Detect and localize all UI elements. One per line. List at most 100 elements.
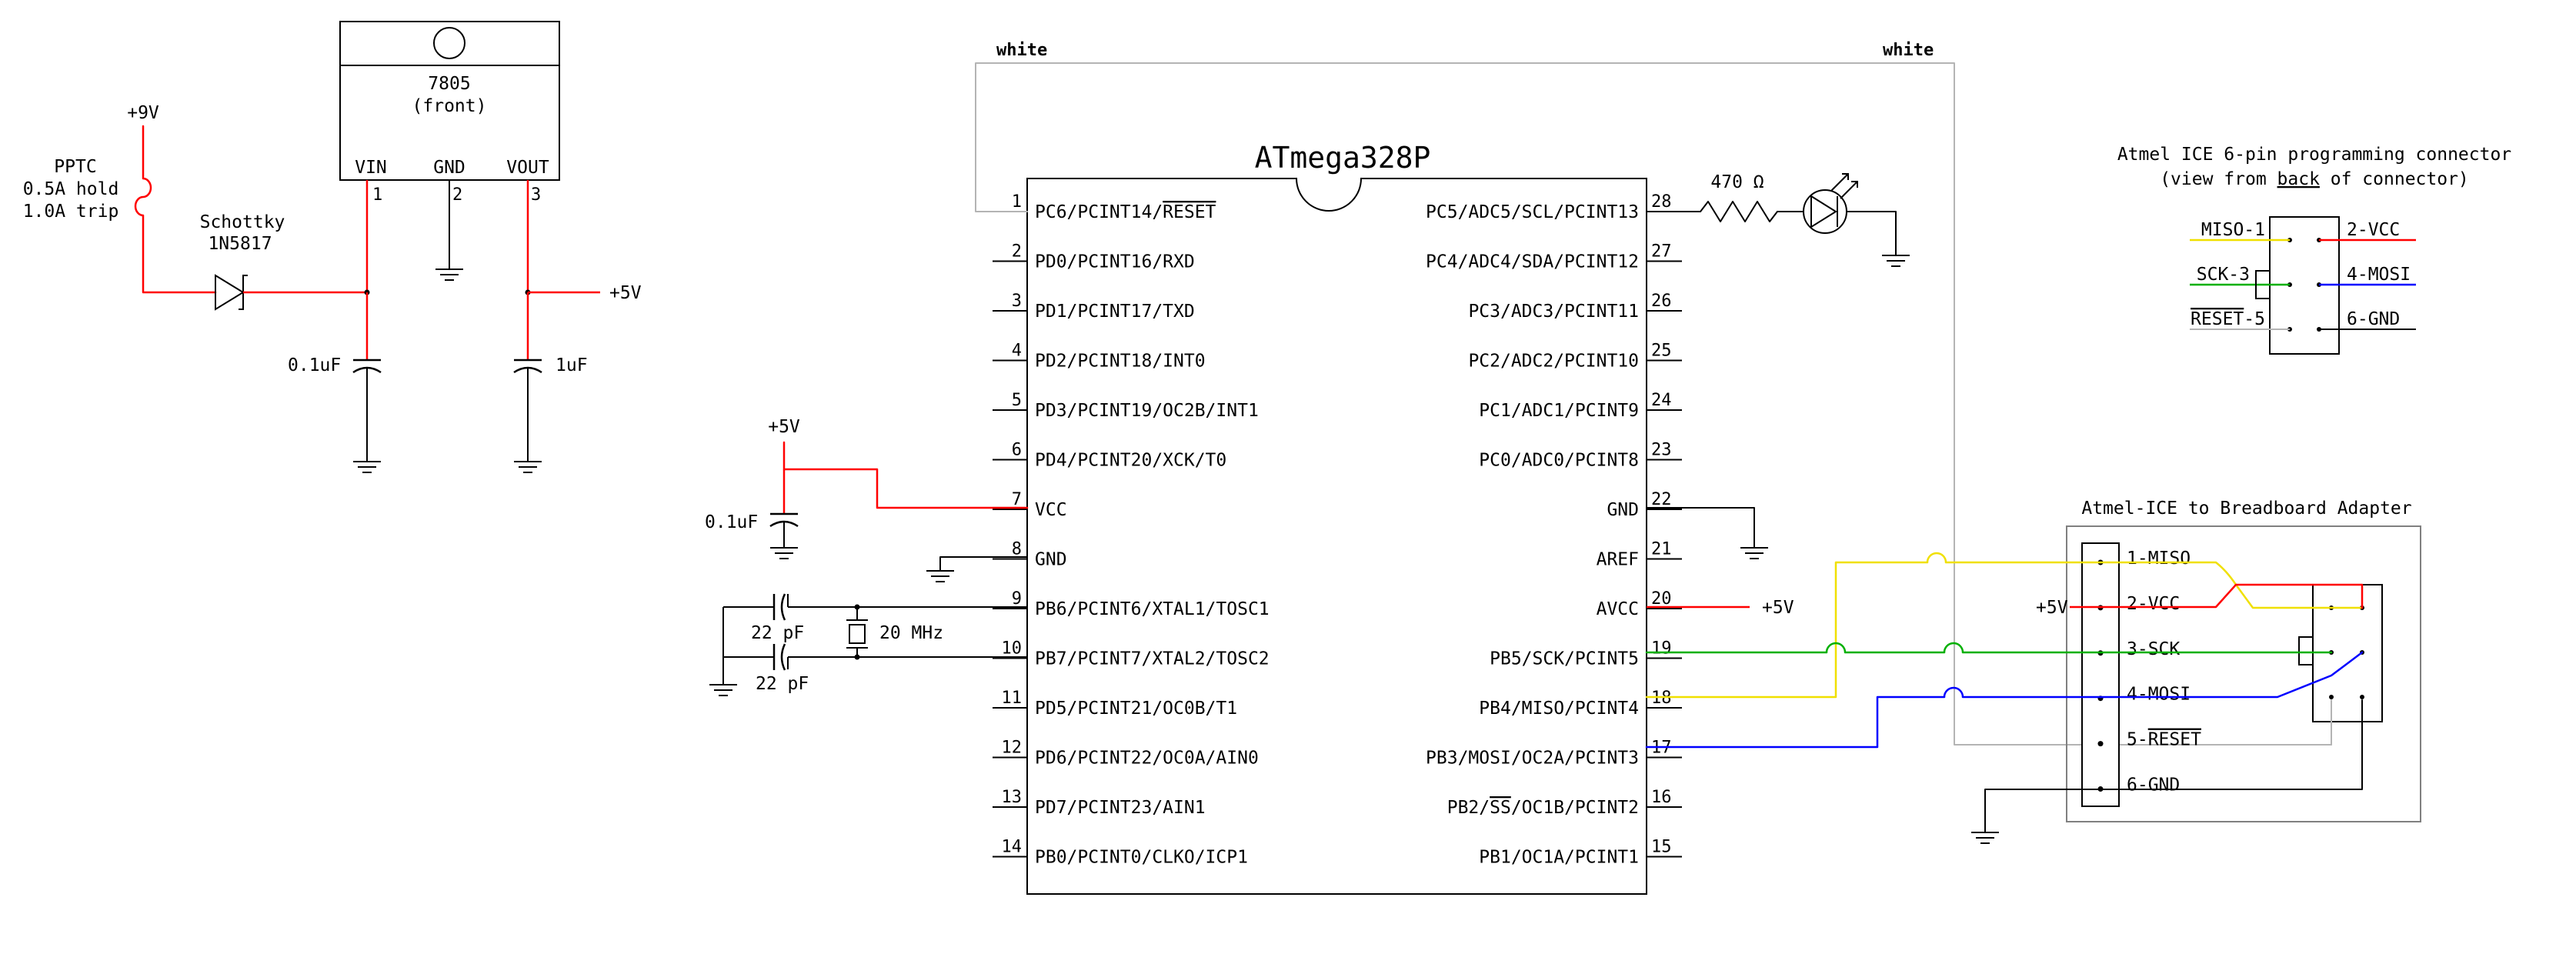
resistor-label: 470 Ω <box>1710 172 1763 192</box>
mcu-pin-number: 9 <box>1012 589 1022 609</box>
adapter-pin-label: 5-RESET <box>2127 730 2201 750</box>
adapter-pin-label: 3-SCK <box>2127 639 2180 659</box>
mcu-pin-label: PB3/MOSI/OC2A/PCINT3 <box>1426 749 1639 769</box>
isp-subtitle: (view from back of connector) <box>2160 169 2469 189</box>
schottky-label: Schottky <box>200 212 285 232</box>
vcc-cap-label: 0.1uF <box>705 512 758 532</box>
mcu-pin-label: PB4/MISO/PCINT4 <box>1479 699 1639 719</box>
mcu-pin-label: PC1/ADC1/PCINT9 <box>1479 401 1639 421</box>
mcu-pin-number: 13 <box>1002 788 1023 807</box>
isp-pin-mosi: 4-MOSI <box>2347 265 2411 285</box>
mcu-pin-number: 25 <box>1651 342 1672 361</box>
xtal-capacitor-2 <box>723 643 786 671</box>
isp-pin-sck: SCK-3 <box>2197 265 2250 285</box>
mcu-pin-label: PC2/ADC2/PCINT10 <box>1468 352 1639 372</box>
mcu-pin-label: PC0/ADC0/PCINT8 <box>1479 451 1639 471</box>
white-wire-label-left: white <box>996 41 1047 60</box>
regulator-pin-num-1: 1 <box>372 185 382 205</box>
led-gnd-wire <box>1846 211 1897 256</box>
regulator-pin-num-2: 2 <box>452 185 462 205</box>
white-wire-label-right: white <box>1883 41 1934 60</box>
isp-title: Atmel ICE 6-pin programming connector <box>2117 145 2511 165</box>
mcu-pin-number: 4 <box>1012 342 1022 361</box>
xtal-gnd-symbol <box>709 684 737 696</box>
avcc-supply-label: +5V <box>1762 598 1794 618</box>
adapter-mosi-link <box>2099 651 2364 699</box>
mcu-left-pins: 1PC6/PCINT14/RESET2PD0/PCINT16/RXD3PD1/P… <box>993 192 1270 868</box>
sck-wire <box>1645 642 2102 654</box>
mcu-title: ATmega328P <box>1255 141 1431 175</box>
atmega328p-chip: ATmega328P <box>1026 141 1647 895</box>
mcu-pin-number: 23 <box>1651 441 1672 460</box>
xtal-cap1-label: 22 pF <box>751 623 804 643</box>
adapter-miso-link <box>2099 561 2364 609</box>
mcu-pin-number: 28 <box>1651 192 1672 212</box>
vin-cap-label: 0.1uF <box>288 355 341 375</box>
xtal-cap2-label: 22 pF <box>756 674 809 694</box>
mcu-pin-number: 6 <box>1012 441 1022 460</box>
mcu-pin-label: PD5/PCINT21/OC0B/T1 <box>1035 699 1237 719</box>
crystal-label: 20 MHz <box>879 623 943 643</box>
mcu-pin-number: 7 <box>1012 490 1022 509</box>
mcu-pin-number: 8 <box>1012 540 1022 559</box>
pptc-trip-label: 1.0A trip <box>23 202 119 222</box>
miso-wire <box>1645 552 2102 699</box>
supply-9v-label: +9V <box>127 103 159 123</box>
mcu-pin-number: 26 <box>1651 292 1672 311</box>
ground-symbol <box>435 269 463 281</box>
isp-pin-vcc: 2-VCC <box>2347 220 2400 240</box>
mcu-pin-number: 19 <box>1651 639 1672 659</box>
mcu-pin-number: 16 <box>1651 788 1672 807</box>
mcu-pin-label: AREF <box>1597 550 1639 570</box>
isp-pin-gnd: 6-GND <box>2347 309 2400 329</box>
mcu-pin-number: 1 <box>1012 192 1022 212</box>
mcu-pin-number: 5 <box>1012 391 1022 410</box>
regulator-pin-num-3: 3 <box>531 185 541 205</box>
mcu-pin-label: PD2/PCINT18/INT0 <box>1035 352 1206 372</box>
adapter-header-strip <box>2081 542 2120 807</box>
adapter-outline <box>2066 525 2421 822</box>
xtal1-junction <box>854 604 860 610</box>
mcu-pin-label: AVCC <box>1597 599 1639 619</box>
white-reset-wire <box>975 62 2332 746</box>
led-symbol <box>1803 173 1858 234</box>
mcu-pin-label: PD7/PCINT23/AIN1 <box>1035 798 1206 818</box>
adapter-title: Atmel-ICE to Breadboard Adapter <box>2081 499 2411 519</box>
schottky-diode-symbol <box>215 274 248 311</box>
mcu-pin-label: PB7/PCINT7/XTAL2/TOSC2 <box>1035 649 1270 669</box>
regulator-tab-hole <box>433 27 465 59</box>
adapter-socket-dot <box>2360 695 2364 699</box>
crystal-circuit <box>787 594 1027 669</box>
xtal2-junction <box>854 654 860 660</box>
adapter-pin-label: 4-MOSI <box>2127 685 2191 705</box>
mcu-pin-label: PC4/ADC4/SDA/PCINT12 <box>1426 252 1639 272</box>
mcu-pin-label: PD1/PCINT17/TXD <box>1035 302 1195 322</box>
mcu-pin-number: 15 <box>1651 838 1672 857</box>
adapter-gnd-wire <box>1984 789 2101 833</box>
adapter-socket-dot <box>2329 695 2334 699</box>
mcu-pin-label: PB1/OC1A/PCINT1 <box>1479 848 1639 868</box>
mcu-pin-number: 24 <box>1651 391 1672 410</box>
mcu-pin-label: PD0/PCINT16/RXD <box>1035 252 1195 272</box>
adapter-pin-label: 6-GND <box>2127 776 2180 796</box>
mcu-gnd-symbol <box>926 570 954 582</box>
mcu-pin-number: 12 <box>1002 739 1023 758</box>
mcu-pin-number: 11 <box>1002 689 1023 708</box>
mcu-pin-label: PC5/ADC5/SCL/PCINT13 <box>1426 202 1639 222</box>
adapter-pin-label: 2-VCC <box>2127 594 2180 614</box>
vin-capacitor <box>352 292 382 473</box>
mcu-pin-number: 21 <box>1651 540 1672 559</box>
adapter-vcc-link <box>2099 583 2364 609</box>
mcu-pin-number: 3 <box>1012 292 1022 311</box>
isp-connector <box>2190 216 2416 355</box>
vcc-capacitor <box>769 469 799 559</box>
regulator-name: 7805 <box>428 74 470 94</box>
mcu-pin-label: VCC <box>1035 500 1067 520</box>
regulator-pin-gnd: GND <box>433 158 465 178</box>
mcu-pin-label: PD4/PCINT20/XCK/T0 <box>1035 451 1226 471</box>
mcu-pin-label: GND <box>1607 500 1639 520</box>
mosi-wire <box>1645 686 2102 749</box>
mcu-pin-label: PB2/SS/OC1B/PCINT2 <box>1447 798 1639 818</box>
